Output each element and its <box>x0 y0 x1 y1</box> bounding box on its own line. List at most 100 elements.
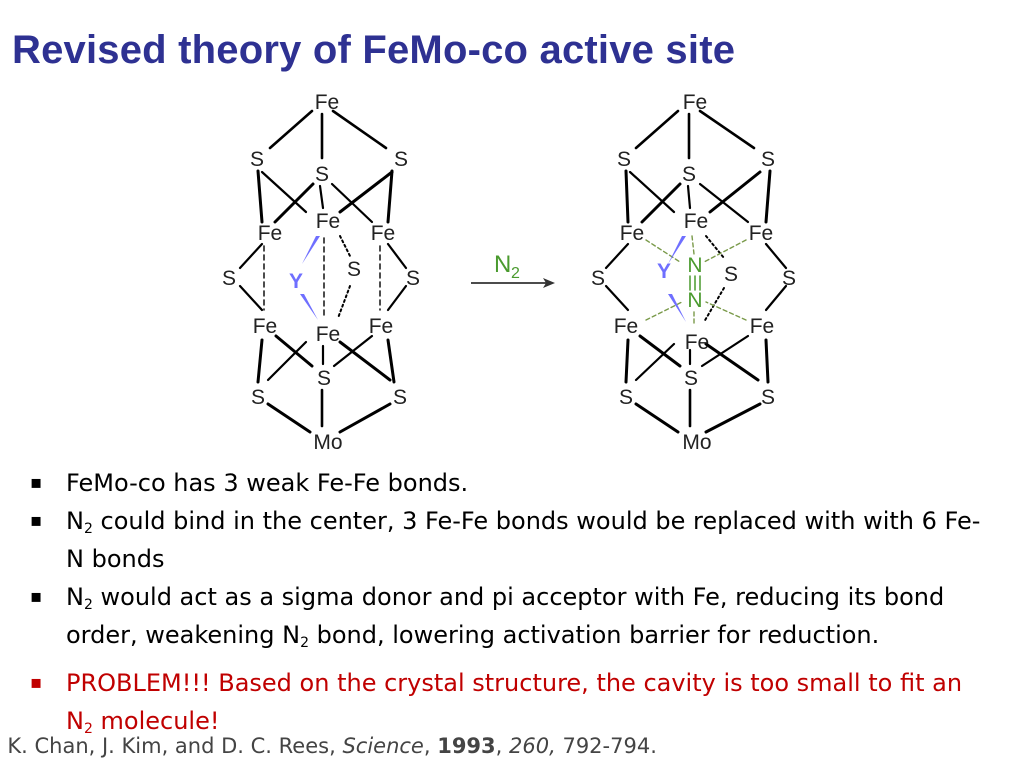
bond <box>704 402 762 434</box>
bond <box>764 169 772 224</box>
atom-s: S <box>315 163 329 186</box>
subscript: 2 <box>83 521 93 537</box>
subscript: 2 <box>300 635 309 651</box>
bond <box>634 109 680 150</box>
atom-y: Y <box>657 260 671 283</box>
bond <box>238 242 264 270</box>
bullet-text: FeMo-co has 3 weak Fe-Fe bonds. <box>66 469 469 497</box>
atom-s: S <box>684 367 698 390</box>
bond <box>238 284 264 312</box>
atom-s: S <box>393 386 407 409</box>
bullet-text: N <box>66 507 84 535</box>
cluster-right <box>604 109 788 434</box>
bullet-list: ▪ FeMo-co has 3 weak Fe-Fe bonds. ▪ N2 c… <box>30 464 990 740</box>
femoco-diagram: Fe S S S Fe Fe Fe S Y S S Fe Fe Fe S S S… <box>222 91 796 454</box>
y-wedge <box>300 294 318 320</box>
bond <box>764 338 770 384</box>
atom-fe: Fe <box>620 222 645 245</box>
atom-s: S <box>317 367 331 390</box>
bond <box>268 109 314 150</box>
bond <box>260 170 308 214</box>
atom-s: S <box>251 386 265 409</box>
bond <box>386 284 408 312</box>
atom-mo: Mo <box>682 431 711 454</box>
atom-fe: Fe <box>750 315 775 338</box>
bond <box>624 338 630 384</box>
bond <box>640 182 682 224</box>
subscript: 2 <box>83 721 93 737</box>
cluster-left-atoms: Fe S S S Fe Fe Fe S Y S S Fe Fe Fe S S S… <box>222 91 420 454</box>
atom-s: S <box>761 386 775 409</box>
bond <box>338 340 392 382</box>
citation-pages: 792-794. <box>555 734 657 758</box>
atom-mo: Mo <box>313 431 342 454</box>
bullet-text: PROBLEM!!! Based on the crystal structur… <box>66 669 963 735</box>
bond <box>604 242 630 270</box>
bond <box>386 169 394 224</box>
bond <box>266 402 312 434</box>
atom-fe: Fe <box>369 315 394 338</box>
cluster-left <box>238 109 408 434</box>
citation-authors: . K. Chan, J. Kim, and D. C. Rees, <box>0 734 343 758</box>
bullet-marker: ▪ <box>30 586 43 607</box>
bond <box>266 340 308 382</box>
bond <box>628 170 676 214</box>
bond <box>708 170 762 214</box>
bond <box>273 182 315 224</box>
arrow-label-n: N <box>494 251 511 278</box>
y-wedge <box>302 236 320 264</box>
bond <box>386 242 408 270</box>
y-wedge <box>668 236 686 264</box>
bullet-marker: ▪ <box>30 472 43 493</box>
bond <box>698 109 756 150</box>
reaction-arrow: N 2 <box>471 251 555 288</box>
atom-y: Y <box>289 270 303 293</box>
atom-s: S <box>347 258 361 281</box>
atom-fe: Fe <box>684 210 709 233</box>
atom-s: S <box>591 267 605 290</box>
bond <box>634 342 676 382</box>
atom-s: S <box>782 267 796 290</box>
bond <box>256 338 264 384</box>
atom-fe: Fe <box>258 222 283 245</box>
bullet-text: could bind in the center, 3 Fe-Fe bonds … <box>66 507 981 573</box>
bond <box>386 338 396 384</box>
fe-n-bond <box>645 239 681 263</box>
fe-n-bond <box>703 239 747 263</box>
atom-fe-top: Fe <box>315 91 340 114</box>
bullet-text: bond, lowering activation barrier for re… <box>309 621 880 649</box>
atom-n: N <box>687 254 702 277</box>
bond <box>764 242 788 270</box>
bond <box>686 184 692 210</box>
bullet-text: N <box>66 583 84 611</box>
atom-fe-top: Fe <box>683 91 708 114</box>
bond <box>337 285 351 319</box>
atom-fe: Fe <box>316 210 341 233</box>
bond <box>634 402 680 434</box>
bond <box>705 235 725 259</box>
atom-s: S <box>250 148 264 171</box>
bond <box>604 284 630 312</box>
arrow-label-subscript: 2 <box>511 265 520 282</box>
y-wedge <box>668 294 686 322</box>
bond <box>338 402 392 434</box>
bond <box>700 334 750 368</box>
bullet-marker: ▪ <box>30 672 43 693</box>
arrow-head <box>543 278 555 288</box>
atom-s: S <box>619 386 633 409</box>
atom-fe: Fe <box>614 315 639 338</box>
bond <box>274 334 314 368</box>
n-n-triple-bond <box>689 275 701 291</box>
bullet-text: molecule! <box>92 707 220 735</box>
bond <box>338 170 394 214</box>
bond <box>698 182 750 224</box>
atom-fe: Fe <box>749 222 774 245</box>
bond <box>318 184 325 210</box>
citation: . K. Chan, J. Kim, and D. C. Rees, Scien… <box>0 734 657 758</box>
bullet-item-problem: ▪ PROBLEM!!! Based on the crystal struct… <box>30 664 990 740</box>
atom-s: S <box>394 148 408 171</box>
atom-n: N <box>687 289 702 312</box>
subscript: 2 <box>83 597 93 613</box>
fe-n-bond <box>691 235 695 255</box>
